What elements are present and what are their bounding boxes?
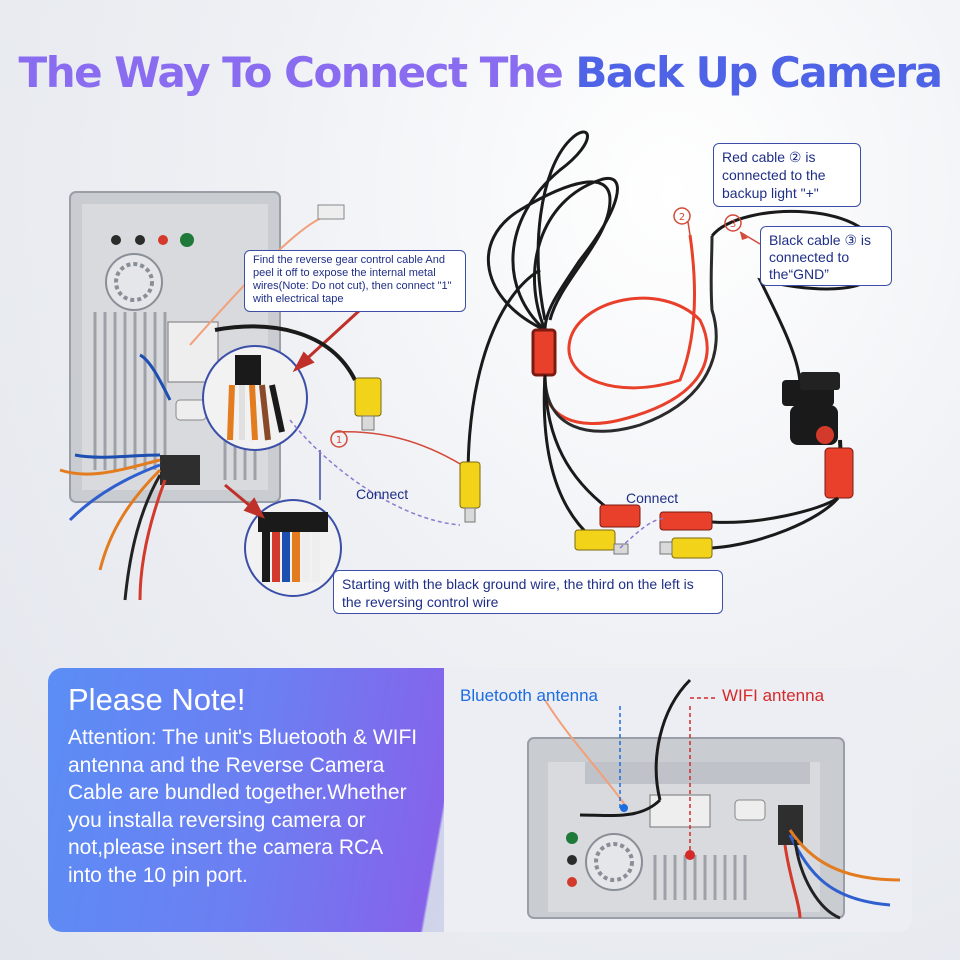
pointer-arrows: [224, 308, 362, 519]
note-body: Attention: The unit's Bluetooth & WIFI a…: [68, 726, 418, 887]
connection-dashed-right: [619, 517, 666, 549]
svg-text:3: 3: [730, 219, 736, 230]
zoom-connector-top: [202, 345, 308, 451]
marker-line-3: [739, 231, 761, 245]
callout-ground-wire: Starting with the black ground wire, the…: [333, 570, 723, 614]
connect-label-right: Connect: [626, 490, 679, 506]
svg-text:1: 1: [336, 435, 342, 446]
power-cable-pair: [543, 234, 718, 433]
page-title: The Way To Connect The Back Up Camera: [0, 48, 960, 97]
connect-label-left: Connect: [356, 486, 409, 502]
wifi-antenna-label: WIFI antenna: [722, 686, 825, 705]
callout-reverse-gear: Find the reverse gear control cable And …: [244, 250, 466, 312]
marker-3: 3: [724, 214, 742, 232]
title-part-2: Back Up Camera: [575, 48, 943, 97]
svg-text:2: 2: [679, 212, 685, 223]
wire-harness: [59, 353, 172, 601]
marker-2: 2: [673, 207, 691, 225]
callout-red-cable: Red cable ② is connected to the backup l…: [713, 143, 861, 207]
camera-cable-coil: [466, 130, 619, 521]
marker-arrow-3: [740, 232, 748, 240]
zoom-connector-bottom: [244, 499, 342, 597]
camera-rca-cables: [542, 374, 840, 550]
marker-1: 1: [330, 430, 348, 448]
antenna-photo-area: [444, 668, 912, 932]
marker-line-2: [687, 221, 691, 236]
reverse-wire-1: [334, 431, 463, 466]
bluetooth-antenna-label: Bluetooth antenna: [460, 686, 599, 705]
title-part-1: The Way To Connect The: [18, 48, 576, 97]
callout-black-cable: Black cable ③ is connected to the“GND”: [760, 226, 892, 286]
connection-dashed-left: [289, 419, 461, 526]
rca-plugs: [459, 461, 713, 559]
note-title: Please Note!: [68, 682, 246, 717]
